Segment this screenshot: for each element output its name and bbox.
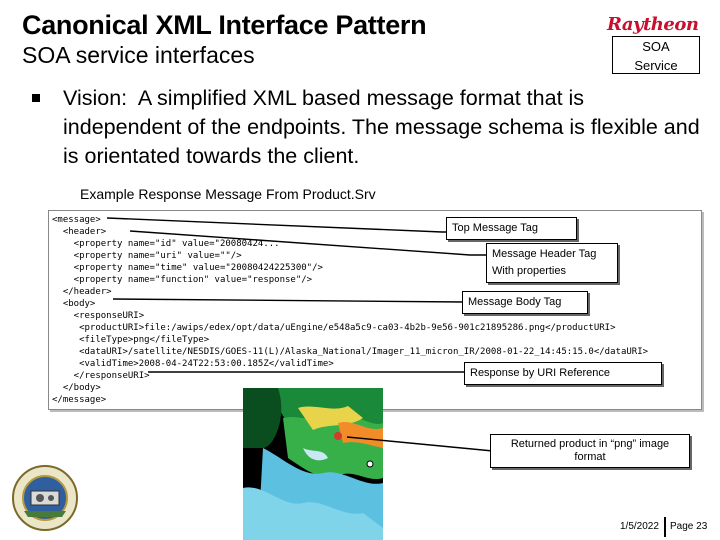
callout-response-uri: Response by URI Reference xyxy=(464,362,662,385)
xml-line: <property name="time" value="20080424225… xyxy=(52,263,323,273)
xml-line: <productURI>file:/awips/edex/opt/data/uE… xyxy=(52,323,616,333)
soa-box-line-2: Service xyxy=(634,58,678,73)
xml-line: </responseURI> xyxy=(52,371,150,381)
callout-header-line-2: With properties xyxy=(492,265,566,277)
xml-line: <message> xyxy=(52,215,101,225)
xml-line: <header> xyxy=(52,227,107,237)
xml-line: </body> xyxy=(52,383,101,393)
footer-page-number: Page 23 xyxy=(670,521,708,532)
xml-line: <dataURI>/satellite/NESDIS/GOES-11(L)/Al… xyxy=(52,347,649,357)
xml-line: <body> xyxy=(52,299,96,309)
xml-line: <validTime>2008-04-24T22:53:00.185Z</val… xyxy=(52,359,334,369)
callout-uri-text: Response by URI Reference xyxy=(470,367,611,379)
soa-box-line-1: SOA xyxy=(642,39,670,54)
callout-header-line-1: Message Header Tag xyxy=(492,248,597,260)
vision-label: Vision: xyxy=(63,86,128,110)
slide-title: Canonical XML Interface Pattern xyxy=(22,10,427,40)
xml-line: </message> xyxy=(52,395,107,405)
callout-top-message-tag: Top Message Tag xyxy=(446,217,577,240)
raytheon-logo: Raytheon xyxy=(607,14,699,35)
callout-top-message-text: Top Message Tag xyxy=(452,222,539,234)
xml-line: </header> xyxy=(52,287,112,297)
footer-divider xyxy=(664,517,666,537)
xml-line: <property name="function" value="respons… xyxy=(52,275,313,285)
vision-text: A simplified XML based message format th… xyxy=(63,86,700,168)
callout-message-header-tag: Message Header Tag With properties xyxy=(486,243,618,283)
bullet-square-icon xyxy=(32,94,40,102)
xml-line: <property name="uri" value=""/> xyxy=(52,251,242,261)
satellite-image xyxy=(243,388,383,540)
xml-line: <property name="id" value="20080424... xyxy=(52,239,280,249)
callout-message-body-tag: Message Body Tag xyxy=(462,291,588,314)
example-label: Example Response Message From Product.Sr… xyxy=(80,186,376,202)
callout-body-text: Message Body Tag xyxy=(468,296,562,308)
vision-paragraph: Vision: A simplified XML based message f… xyxy=(63,84,703,171)
slide-subtitle: SOA service interfaces xyxy=(22,42,255,68)
footer-date: 1/5/2022 xyxy=(620,521,659,532)
callout-returned-png: Returned product in “png” image format xyxy=(490,434,690,468)
callout-png-text: Returned product in “png” image format xyxy=(510,438,670,463)
xml-line: <fileType>png</fileType> xyxy=(52,335,210,345)
xml-line: <responseURI> xyxy=(52,311,145,321)
soa-service-box: SOA Service xyxy=(612,36,700,74)
agency-seal-icon xyxy=(12,465,78,531)
